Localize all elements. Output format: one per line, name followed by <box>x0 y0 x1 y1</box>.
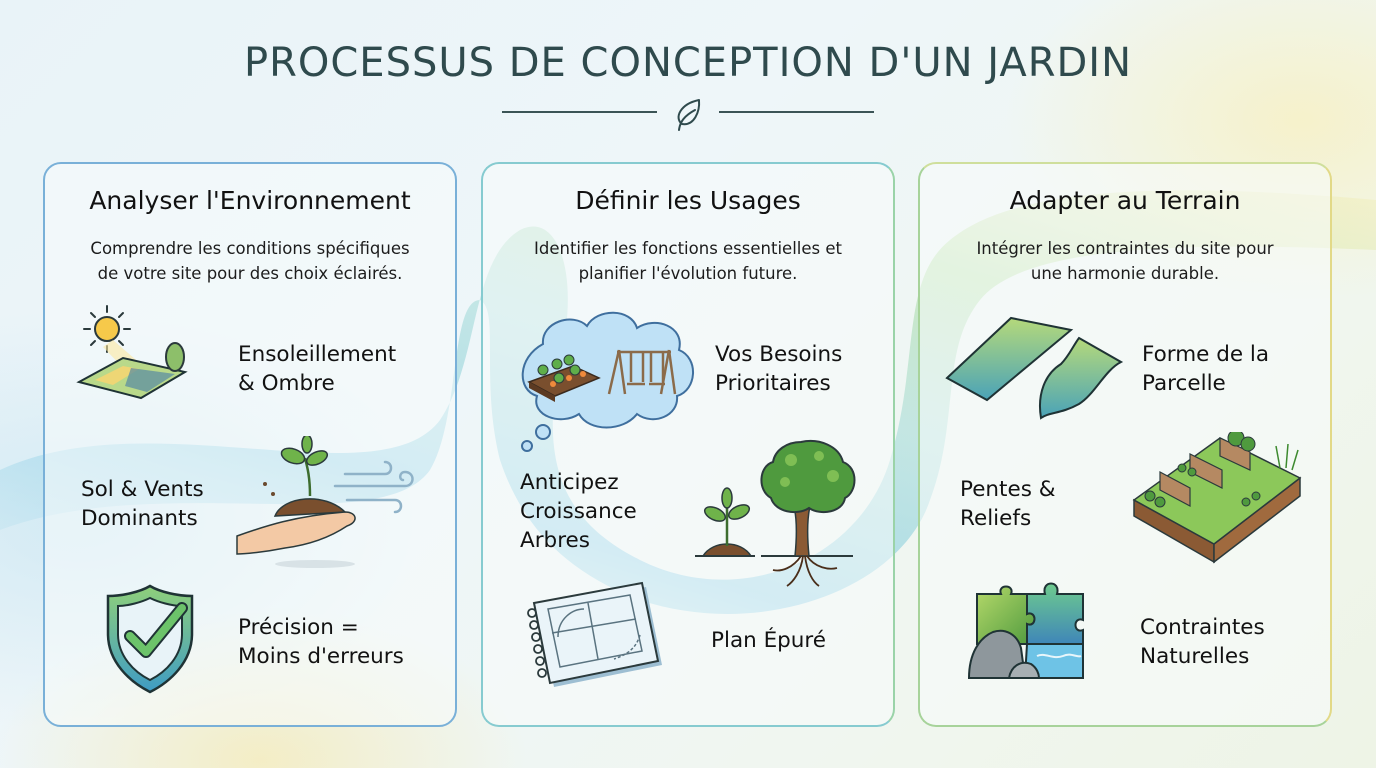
panel-adapter-terrain: Adapter au Terrain Intégrer les contrain… <box>918 162 1332 727</box>
panel-analyser-environnement: Analyser l'Environnement Comprendre les … <box>43 162 457 727</box>
panel-title: Adapter au Terrain <box>1009 186 1241 215</box>
thought-cloud-garden-swing-icon <box>521 311 694 452</box>
panel-title: Définir les Usages <box>575 186 801 215</box>
panel-description: Comprendre les conditions spécifiques de… <box>65 236 435 286</box>
description-line: planifier l'évolution future. <box>578 264 798 283</box>
description-line: Comprendre les conditions spécifiques <box>90 239 410 258</box>
sapling-to-tree-icon <box>695 440 856 587</box>
description-line: Identifier les fonctions essentielles et <box>534 239 842 258</box>
terraced-slope-icon <box>1132 432 1302 564</box>
sun-shade-plot-icon <box>76 305 188 400</box>
description-line: une harmonie durable. <box>1030 264 1220 283</box>
divider-line-left <box>502 111 657 113</box>
item-plan-epure: Plan Épuré <box>711 628 827 653</box>
panel-description: Intégrer les contraintes du site pour un… <box>940 236 1310 286</box>
title-divider <box>500 96 876 136</box>
description-line: de votre site pour des choix éclairés. <box>97 264 403 283</box>
shield-check-icon <box>106 584 194 694</box>
divider-line-right <box>719 111 874 113</box>
item-pentes-reliefs: Pentes &Reliefs <box>960 477 1056 531</box>
notebook-plan-icon <box>527 581 662 687</box>
leaf-icon <box>677 99 701 131</box>
panel-description: Identifier les fonctions essentielles et… <box>503 236 873 286</box>
hand-soil-wind-icon <box>236 436 414 568</box>
panel-definir-usages: Définir les Usages Identifier les foncti… <box>481 162 895 727</box>
item-precision: Précision =Moins d'erreurs <box>238 615 404 669</box>
panel-title: Analyser l'Environnement <box>89 186 411 215</box>
item-ensoleillement-ombre: Ensoleillement& Ombre <box>238 342 397 396</box>
description-line: Intégrer les contraintes du site pour <box>976 239 1274 258</box>
parcel-shapes-icon <box>945 316 1124 420</box>
page-title: PROCESSUS DE CONCEPTION D'UN JARDIN <box>243 40 1133 86</box>
puzzle-rock-water-icon <box>967 582 1084 679</box>
